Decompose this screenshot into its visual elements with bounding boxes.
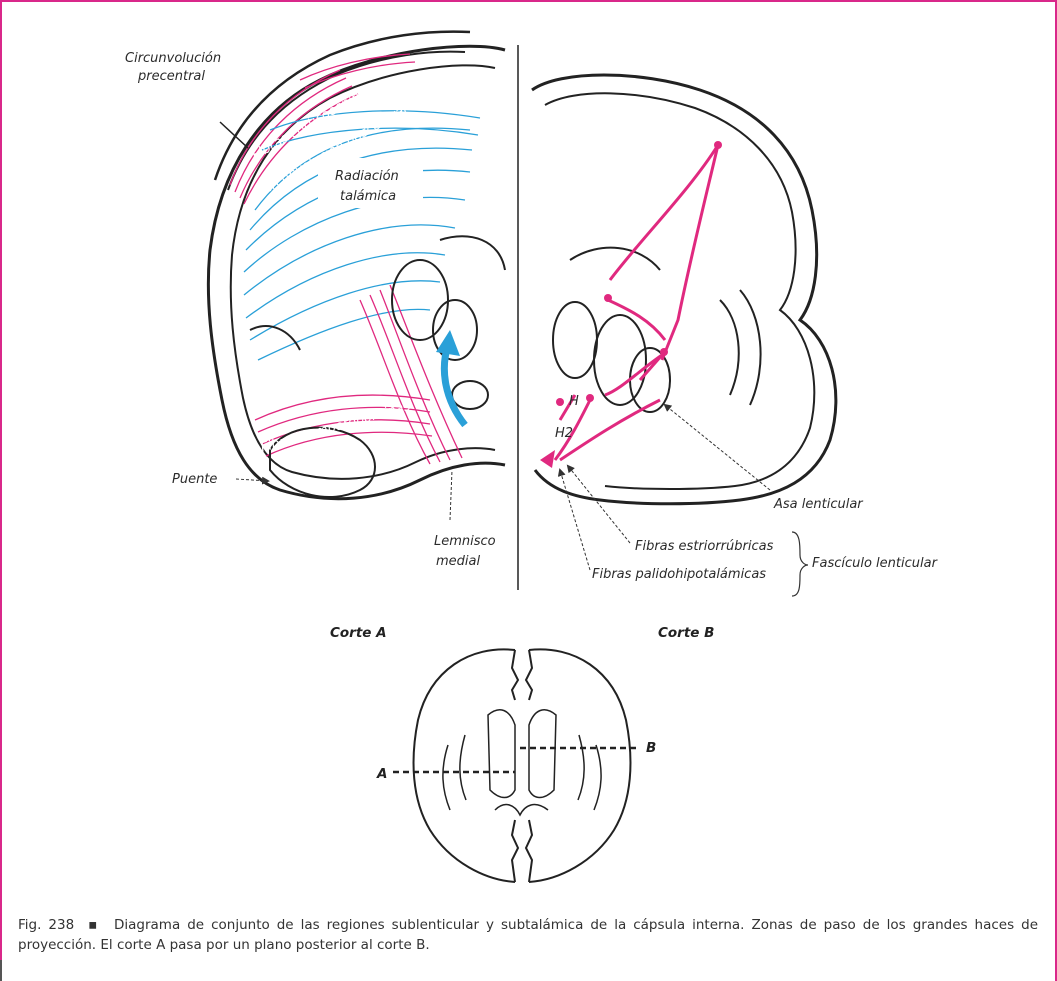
brain-diagram: Circunvolución precentral Fibras cortico…: [0, 0, 1057, 915]
label-fibras-estriorrubricas: Fibras estriorrúbricas: [635, 539, 774, 554]
label-fasciculo-lenticular: Fascículo lenticular: [812, 556, 939, 571]
label-h2: H2: [555, 426, 573, 441]
label-corte-b: Corte B: [658, 625, 714, 641]
label-lemnisco-medial-2: medial: [436, 554, 480, 569]
label-puente: Puente: [172, 472, 217, 487]
label-circunvolucion-precentral-1: Circunvolución: [125, 51, 221, 66]
axial-section-diagram: [414, 649, 631, 882]
label-fibras-temporopontinas: Fibras temporopontinas: [259, 399, 412, 456]
label-circunvolucion-precentral-2: precentral: [137, 69, 205, 84]
caption-text: Diagrama de conjunto de las regiones sub…: [18, 917, 1038, 953]
label-plane-b: B: [646, 740, 656, 756]
caption-bullet: ▪: [81, 917, 107, 933]
label-corte-a: Corte A: [330, 625, 387, 641]
label-radiacion-talamica-1: Radiación: [335, 169, 399, 184]
corte-b-section: [450, 75, 836, 596]
figure-caption: Fig. 238 ▪ Diagrama de conjunto de las r…: [18, 915, 1038, 955]
section-plane-lines: [393, 748, 640, 772]
label-lemnisco-medial-1: Lemnisco: [434, 534, 496, 549]
label-fibras-palidohipotalamicas: Fibras palidohipotalámicas: [592, 567, 766, 582]
label-plane-a: A: [376, 766, 387, 782]
figure-number: Fig. 238: [18, 917, 74, 933]
frame-bottom-marker: [0, 960, 2, 981]
label-radiacion-talamica-2: talámica: [340, 189, 396, 204]
label-h1: H: [569, 394, 579, 409]
label-asa-lenticular: Asa lenticular: [773, 497, 864, 512]
